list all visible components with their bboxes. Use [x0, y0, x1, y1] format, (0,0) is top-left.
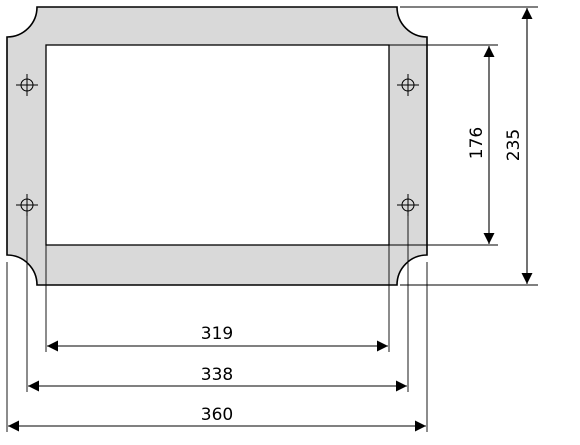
- dimension-label-overall-height: 235: [504, 129, 524, 161]
- extension-lines-horizontal: [6, 212, 428, 432]
- mounting-hole-top-left: [16, 74, 38, 96]
- dimension-label-inner-width: 319: [201, 324, 233, 344]
- dimension-label-inner-height: 176: [467, 127, 487, 159]
- extension-lines-vertical: [389, 6, 538, 286]
- mounting-hole-top-right: [397, 74, 419, 96]
- dimension-label-hole-spacing: 338: [201, 365, 233, 385]
- dimension-label-overall-width: 360: [201, 405, 233, 425]
- frame-opening: [45, 44, 390, 246]
